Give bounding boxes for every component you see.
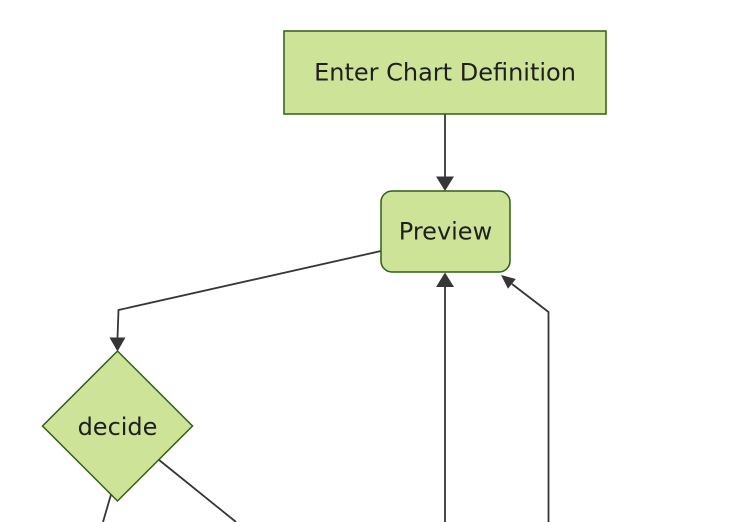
arrowheads <box>109 176 516 352</box>
arrowhead-into-decide-icon <box>109 337 126 352</box>
preview-label: Preview <box>399 218 492 246</box>
edge-decide-out-right <box>157 458 237 522</box>
preview-box <box>380 190 511 273</box>
node-preview: Preview <box>380 190 511 273</box>
node-decide: decide <box>41 349 194 503</box>
node-enter-chart-definition: Enter Chart Definition <box>283 30 607 115</box>
arrowhead-into-preview-corner-icon <box>501 275 516 289</box>
arrowhead-into-preview-bottom-icon <box>436 272 454 287</box>
decide-diamond <box>41 349 194 503</box>
edge-preview-to-decide <box>116 250 382 339</box>
enter-chart-definition-label: Enter Chart Definition <box>314 59 576 87</box>
decide-label: decide <box>78 413 158 441</box>
enter-chart-definition-box <box>283 30 607 115</box>
edge-bottom-to-preview-corner <box>511 283 550 522</box>
edge-decide-out-left <box>102 494 112 522</box>
edge-lines <box>102 114 550 522</box>
arrowhead-into-preview-top-icon <box>436 176 454 191</box>
